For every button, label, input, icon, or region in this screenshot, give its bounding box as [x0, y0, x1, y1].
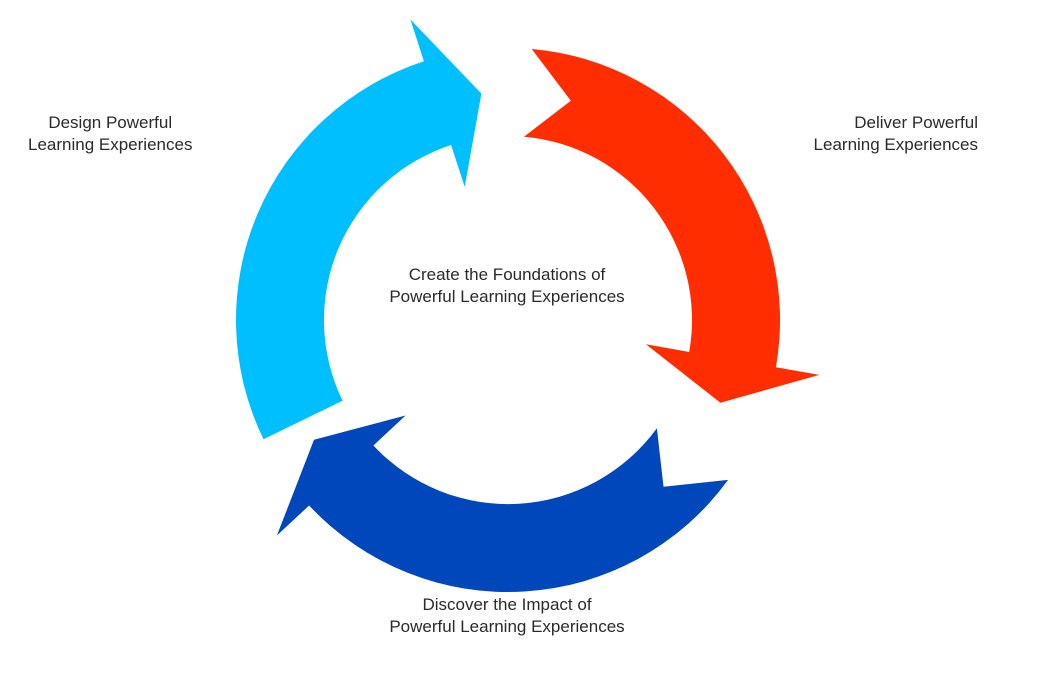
- discover-stage-label: Discover the Impact of Powerful Learning…: [352, 594, 662, 638]
- design-label-line1: Design Powerful: [48, 113, 173, 132]
- deliver-label-line1: Deliver Powerful: [854, 113, 978, 132]
- center-label-line1: Create the Foundations of: [408, 265, 606, 284]
- center-label: Create the Foundations of Powerful Learn…: [348, 264, 666, 308]
- discover-arrow: [276, 415, 729, 593]
- discover-label-line2: Powerful Learning Experiences: [389, 617, 625, 636]
- deliver-arrow: [524, 49, 820, 403]
- discover-label-line1: Discover the Impact of: [422, 595, 592, 614]
- design-stage-label: Design Powerful Learning Experiences: [28, 112, 192, 156]
- deliver-stage-label: Deliver Powerful Learning Experiences: [760, 112, 978, 156]
- design-label-line2: Learning Experiences: [28, 135, 193, 154]
- deliver-label-line2: Learning Experiences: [813, 135, 978, 154]
- center-label-line2: Powerful Learning Experiences: [389, 287, 625, 306]
- design-arrow: [235, 19, 482, 440]
